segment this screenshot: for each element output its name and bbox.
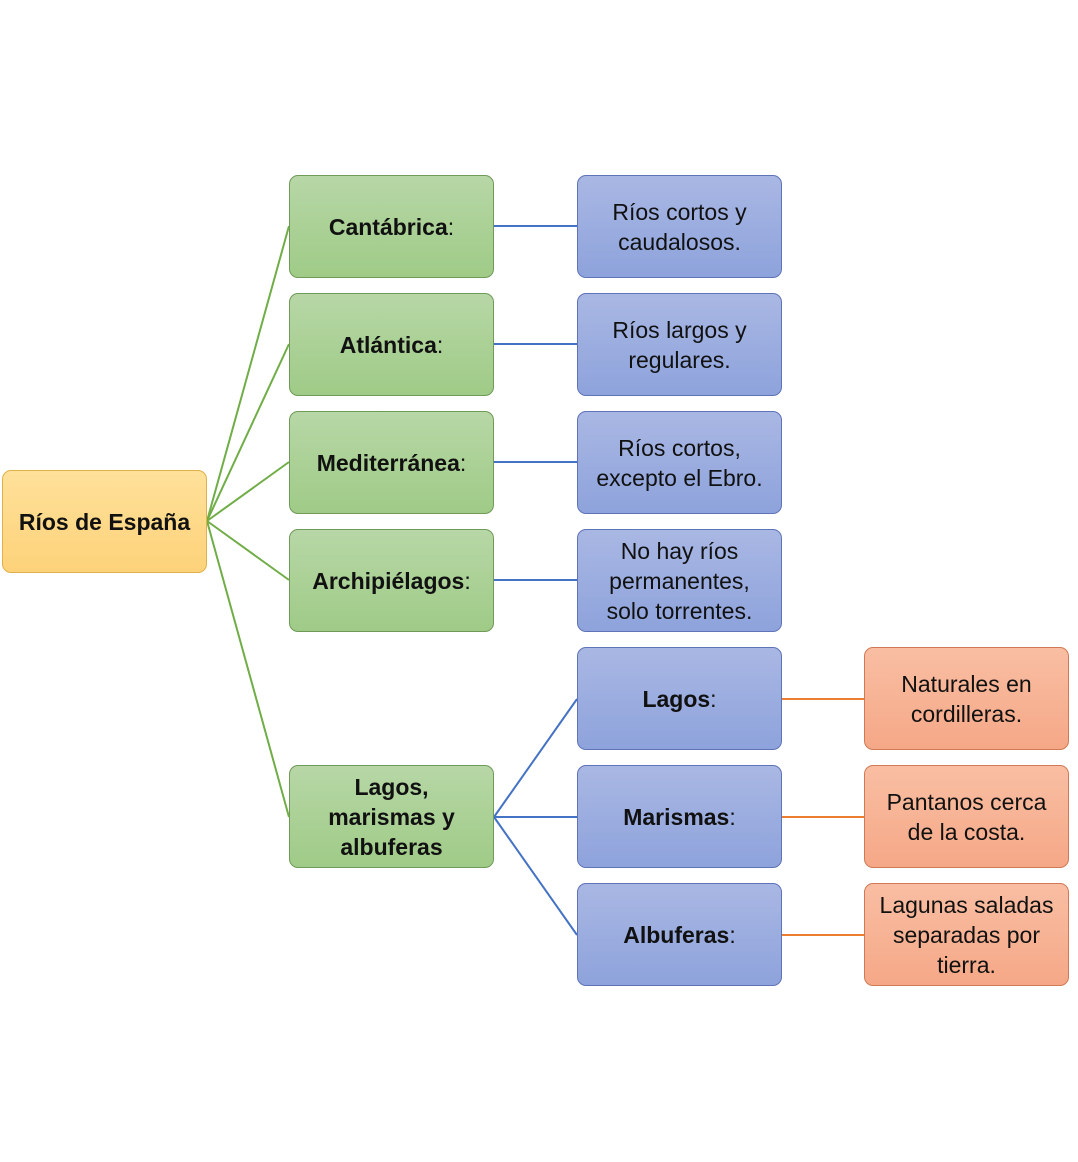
slope-node-atlantica: Atlántica: [289, 293, 494, 396]
wetland-description-albuferas: Lagunas saladas separadas por tierra. [864, 883, 1069, 986]
slope-description-mediterranea: Ríos cortos, excepto el Ebro. [577, 411, 782, 514]
wetland-suffix: : [729, 921, 736, 948]
root-node: Ríos de España [2, 470, 207, 573]
slope-description-atlantica: Ríos largos y regulares. [577, 293, 782, 396]
slope-label: Archipiélagos [312, 567, 465, 594]
root-label: Ríos de España [18, 508, 191, 535]
wetland-node-marismas: Marismas: [577, 765, 782, 868]
slope-description-archipielagos: No hay ríos permanentes, solo torrentes. [577, 529, 782, 632]
wetland-description-text: Lagunas saladas separadas por tierra. [879, 891, 1054, 978]
connector-root-archipielagos [206, 520, 290, 581]
slope-label: Cantábrica [328, 213, 448, 240]
slope-description-text: Ríos cortos, excepto el Ebro. [596, 434, 763, 491]
wetlands-node: Lagos, marismas y albuferas [289, 765, 494, 868]
slope-label: Atlántica [339, 331, 437, 358]
wetland-suffix: : [710, 685, 717, 712]
connector-wetlands-albuferas [493, 816, 578, 936]
slope-description-text: No hay ríos permanentes, solo torrentes. [606, 537, 753, 624]
slope-node-archipielagos: Archipiélagos: [289, 529, 494, 632]
wetland-label: Albuferas [623, 921, 730, 948]
slope-label: Mediterránea [316, 449, 460, 476]
slope-description-text: Ríos cortos y caudalosos. [612, 198, 747, 255]
slope-node-mediterranea: Mediterránea: [289, 411, 494, 514]
wetland-label: Lagos [642, 685, 711, 712]
slope-suffix: : [464, 567, 471, 594]
slope-suffix: : [459, 449, 467, 476]
slope-description-cantabrica: Ríos cortos y caudalosos. [577, 175, 782, 278]
slope-description-text: Ríos largos y regulares. [612, 316, 747, 373]
wetland-description-lagos: Naturales en cordilleras. [864, 647, 1069, 750]
connector-root-wetlands [206, 520, 290, 818]
connector-root-mediterranea [206, 461, 290, 522]
connector-wetlands-lagos [493, 698, 578, 818]
wetland-label: Marismas [623, 803, 730, 830]
wetland-description-text: Naturales en cordilleras. [901, 670, 1032, 727]
wetland-description-marismas: Pantanos cerca de la costa. [864, 765, 1069, 868]
wetland-node-albuferas: Albuferas: [577, 883, 782, 986]
connector-root-cantabrica [206, 225, 290, 522]
wetland-suffix: : [729, 803, 736, 830]
slope-suffix: : [436, 331, 444, 358]
slope-node-cantabrica: Cantábrica: [289, 175, 494, 278]
wetlands-label: Lagos, marismas y albuferas [328, 773, 455, 860]
slope-suffix: : [447, 213, 455, 240]
wetland-description-text: Pantanos cerca de la costa. [886, 788, 1047, 845]
connector-root-atlantica [206, 343, 290, 522]
wetland-node-lagos: Lagos: [577, 647, 782, 750]
